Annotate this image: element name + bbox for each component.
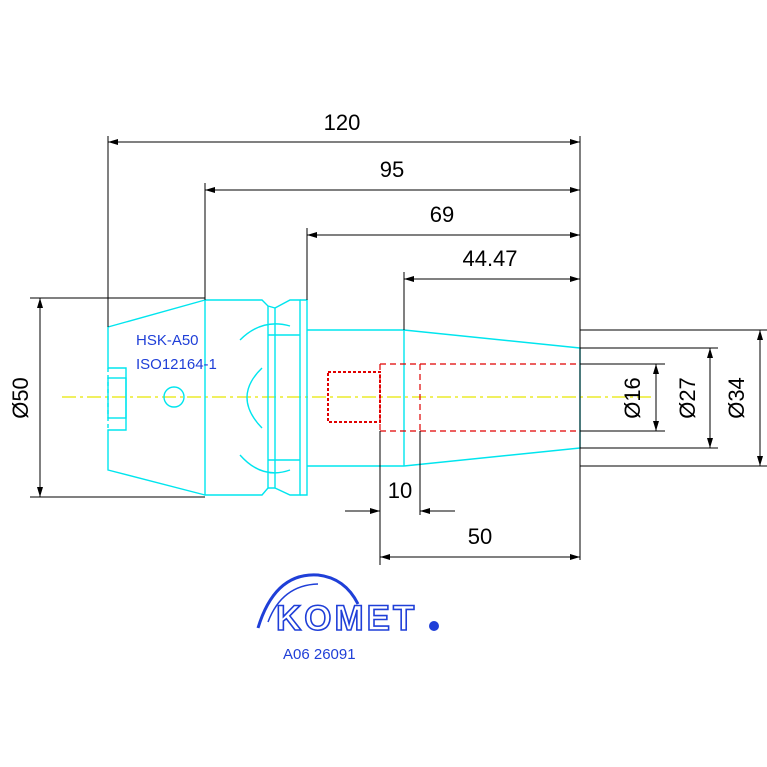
komet-logo: KOMET [256,573,439,639]
dim-diameter-27: Ø27 [675,377,700,419]
dim-length-120: 120 [324,110,361,135]
part-number: A06 26091 [283,646,356,663]
dim-length-44-47: 44.47 [462,246,517,271]
dimension-lines [30,136,767,565]
tool-holder-outline [107,299,581,496]
dim-length-10: 10 [388,478,412,503]
dim-length-69: 69 [430,202,454,227]
hidden-bore [327,363,580,432]
standard-label: HSK-A50 [136,332,199,349]
iso-label: ISO12164-1 [136,356,217,373]
dim-length-95: 95 [380,157,404,182]
dim-diameter-50: Ø50 [8,377,33,419]
dim-diameter-34: Ø34 [724,377,749,419]
logo-brand-text: KOMET [276,599,417,638]
dim-diameter-16: Ø16 [620,377,645,419]
dim-length-50: 50 [468,524,492,549]
